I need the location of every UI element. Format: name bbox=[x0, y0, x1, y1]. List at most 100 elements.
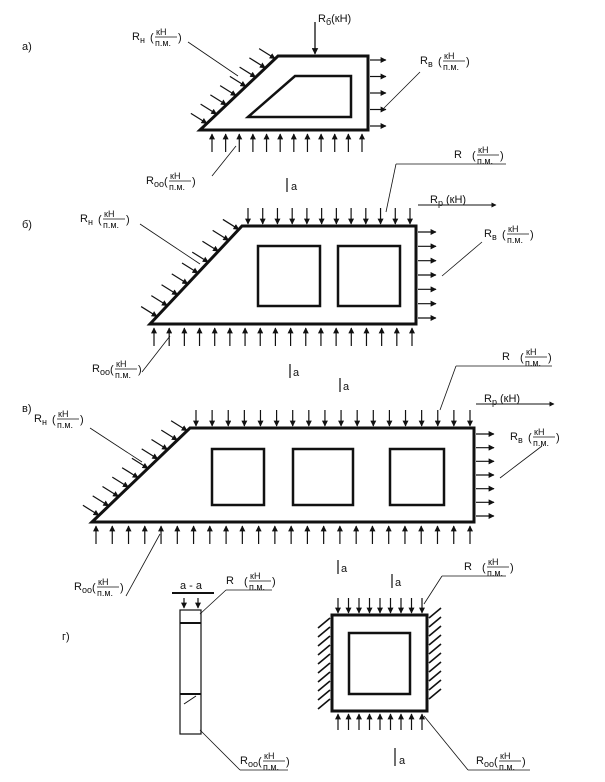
panel-b-inclined-arrows bbox=[140, 218, 240, 318]
inclined-load-arrow bbox=[219, 85, 237, 97]
label-symbol: R bbox=[420, 55, 428, 67]
label-subscript: оо bbox=[154, 179, 164, 189]
hatch-line bbox=[317, 698, 331, 710]
inclined-load-arrow bbox=[190, 112, 208, 124]
panel-a-bottom-arrows bbox=[209, 133, 365, 152]
label-symbol: R bbox=[484, 393, 492, 405]
label-numerator: кН bbox=[170, 171, 180, 181]
label-paren: ( bbox=[528, 432, 532, 444]
panel-v-section-label-2: а bbox=[395, 577, 402, 589]
inclined-load-arrow bbox=[140, 306, 158, 318]
square-bottom-arrows bbox=[335, 713, 425, 730]
panel-a: а) bbox=[22, 22, 421, 192]
hatch-line bbox=[317, 662, 331, 674]
label-symbol: R bbox=[484, 228, 492, 240]
label-numerator: кН bbox=[98, 577, 108, 587]
inclined-load-arrow bbox=[212, 229, 230, 241]
label-symbol: R bbox=[510, 431, 518, 443]
panel-a-opening bbox=[244, 74, 353, 119]
label-paren: ) bbox=[548, 352, 552, 364]
label-numerator: кН bbox=[478, 145, 488, 155]
panel-v-outline bbox=[88, 426, 476, 524]
panel-b-right-arrows bbox=[418, 229, 437, 321]
inclined-load-arrow bbox=[191, 251, 209, 263]
inclined-load-arrow bbox=[131, 457, 149, 469]
panel-b-section-label-2: а bbox=[343, 381, 350, 393]
label-paren: ( bbox=[98, 214, 102, 226]
label-paren: ( bbox=[258, 756, 262, 768]
panel-v-leader-rt bbox=[439, 365, 457, 411]
inclined-load-arrow bbox=[210, 94, 227, 106]
label-paren: ( bbox=[520, 352, 524, 364]
label-paren: ( bbox=[92, 582, 96, 594]
label-paren: ) bbox=[272, 576, 276, 588]
label-subscript: в bbox=[518, 435, 523, 445]
label-numerator: кН bbox=[508, 224, 518, 234]
label-paren: ( bbox=[52, 414, 56, 426]
label-paren: ) bbox=[286, 756, 290, 768]
label-paren: ) bbox=[522, 756, 526, 768]
hatch-line bbox=[428, 661, 442, 673]
label-subscript: оо bbox=[484, 759, 494, 769]
label-numerator: кН bbox=[264, 751, 274, 761]
inclined-load-arrow bbox=[249, 57, 266, 69]
panel-b-bottom-arrows bbox=[151, 327, 415, 346]
panel-a-outline bbox=[196, 54, 370, 132]
panel-v-opening-1 bbox=[210, 447, 266, 507]
label-numerator: кН bbox=[526, 347, 536, 357]
label-numerator: кН bbox=[116, 359, 126, 369]
panel-v-label-rt: R(кНп.м.) bbox=[502, 347, 552, 368]
label-denominator: п.м. bbox=[499, 762, 515, 772]
inclined-load-arrow bbox=[170, 420, 188, 432]
hatch-line bbox=[317, 689, 331, 701]
label-symbol: R bbox=[226, 575, 234, 587]
label-paren: ) bbox=[138, 364, 142, 376]
label-numerator: кН bbox=[250, 571, 260, 581]
inclined-load-arrow bbox=[171, 273, 189, 285]
panel-v-section-label-1: а bbox=[341, 563, 348, 575]
panel-v-top-arrows bbox=[193, 410, 473, 427]
label-denominator: п.м. bbox=[155, 38, 171, 48]
hatch-line bbox=[428, 625, 442, 637]
hatch-line bbox=[317, 680, 331, 692]
hatch-line bbox=[317, 644, 331, 656]
hatch-line bbox=[317, 671, 331, 683]
panel-v-opening-3 bbox=[388, 447, 446, 507]
label-subscript: оо bbox=[248, 759, 258, 769]
section-strip-arrows bbox=[181, 598, 201, 609]
label-numerator: кН bbox=[156, 27, 166, 37]
inclined-load-arrow bbox=[151, 438, 169, 451]
label-symbol: R bbox=[430, 194, 438, 206]
panel-a-leader-ri bbox=[187, 41, 239, 77]
panel-v-leader-rr bbox=[499, 445, 543, 479]
label-symbol: R bbox=[454, 149, 462, 161]
label-subscript: н bbox=[42, 417, 47, 427]
panel-a-right-arrows bbox=[370, 57, 387, 129]
label-paren: ) bbox=[178, 32, 182, 44]
label-paren: ) bbox=[466, 56, 470, 68]
inclined-load-arrow bbox=[141, 448, 159, 460]
label-denominator: п.м. bbox=[57, 420, 73, 430]
label-subscript: оо bbox=[82, 585, 92, 595]
label-paren: ) bbox=[80, 414, 84, 426]
label-paren: ) bbox=[556, 432, 560, 444]
label-symbol: R bbox=[502, 351, 510, 363]
label-denominator: п.м. bbox=[249, 582, 265, 592]
panel-g-section-label: а bbox=[399, 755, 406, 767]
panel-a-label-rg: Rб(кН) bbox=[318, 13, 351, 27]
inclined-load-arrow bbox=[102, 485, 120, 498]
label-paren: ( bbox=[472, 150, 476, 162]
section-strip bbox=[179, 609, 202, 735]
label-denominator: п.м. bbox=[103, 220, 119, 230]
label-paren: ) bbox=[126, 214, 130, 226]
square-side-hatching bbox=[317, 607, 442, 710]
label-symbol: R bbox=[132, 31, 140, 43]
label-denominator: п.м. bbox=[169, 182, 185, 192]
panel-b: б) bbox=[22, 163, 506, 392]
inclined-load-arrow bbox=[160, 429, 178, 441]
